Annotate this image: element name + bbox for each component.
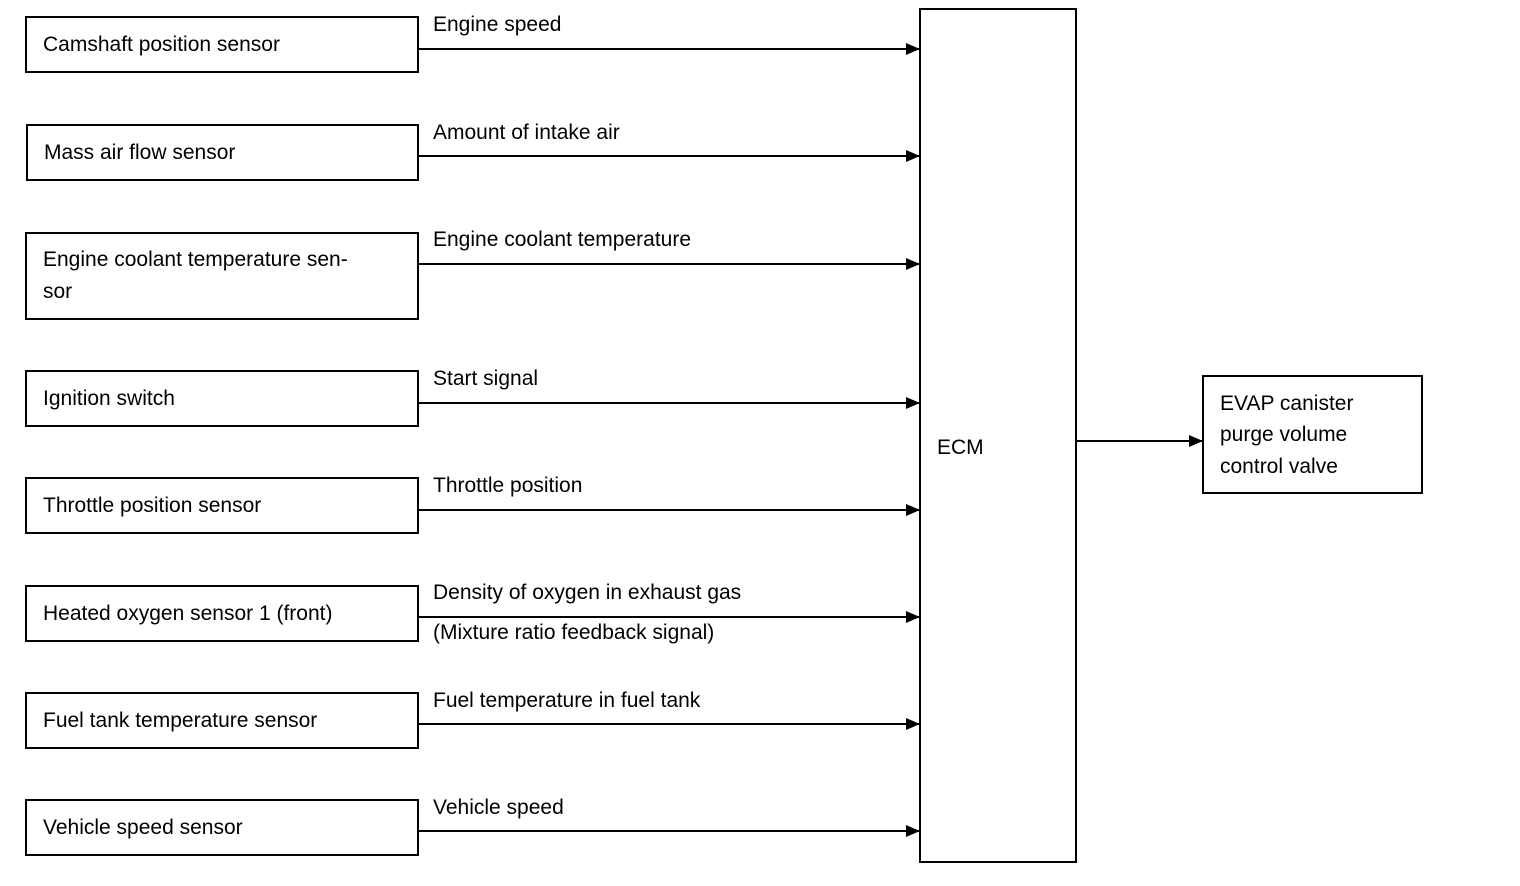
- signal-label-mixture-ratio-feedback: (Mixture ratio feedback signal): [433, 621, 715, 644]
- sensor-label-line: Vehicle speed sensor: [43, 815, 243, 839]
- sensor-label-line: Throttle position sensor: [43, 493, 262, 517]
- sensor-label: Engine coolant temperature sen- sor: [43, 244, 348, 308]
- ignition-switch-box: Ignition switch: [25, 370, 419, 427]
- sensor-label: Heated oxygen sensor 1 (front): [43, 598, 333, 630]
- signal-label-intake-air: Amount of intake air: [433, 121, 620, 144]
- sensor-label-line: Camshaft position sensor: [43, 32, 280, 56]
- sensor-label: Vehicle speed sensor: [43, 812, 243, 844]
- camshaft-position-sensor-box: Camshaft position sensor: [25, 16, 419, 73]
- vehicle-speed-sensor-box: Vehicle speed sensor: [25, 799, 419, 856]
- heated-oxygen-sensor-box: Heated oxygen sensor 1 (front): [25, 585, 419, 642]
- fuel-tank-temperature-sensor-box: Fuel tank temperature sensor: [25, 692, 419, 749]
- sensor-label: Fuel tank temperature sensor: [43, 705, 317, 737]
- sensor-label: Throttle position sensor: [43, 490, 261, 522]
- evap-canister-purge-valve-box: EVAP canister purge volume control valve: [1202, 375, 1423, 494]
- ecm-label: ECM: [937, 436, 984, 459]
- sensor-label-line: sor: [43, 280, 73, 303]
- signal-label-coolant-temperature: Engine coolant temperature: [433, 228, 691, 251]
- output-label-line: purge volume: [1220, 422, 1348, 446]
- output-label-line: EVAP canister: [1220, 391, 1354, 415]
- sensor-label-line: Mass air flow sensor: [44, 140, 236, 164]
- signal-label-start-signal: Start signal: [433, 367, 539, 390]
- signal-label-vehicle-speed: Vehicle speed: [433, 796, 564, 819]
- ecm-box: ECM: [919, 8, 1077, 863]
- signal-label-oxygen-density: Density of oxygen in exhaust gas: [433, 581, 742, 604]
- output-label: EVAP canister purge volume control valve: [1220, 387, 1420, 482]
- throttle-position-sensor-box: Throttle position sensor: [25, 477, 419, 534]
- sensor-label-line: Engine coolant temperature sen-: [43, 248, 348, 271]
- sensor-label-line: Heated oxygen sensor 1 (front): [43, 601, 333, 625]
- sensor-label: Ignition switch: [43, 383, 175, 415]
- sensor-label: Camshaft position sensor: [43, 29, 280, 61]
- engine-coolant-temperature-sensor-box: Engine coolant temperature sen- sor: [25, 232, 419, 320]
- signal-label-fuel-temperature: Fuel temperature in fuel tank: [433, 689, 701, 712]
- sensor-label: Mass air flow sensor: [44, 137, 235, 169]
- sensor-label-line: Fuel tank temperature sensor: [43, 708, 318, 732]
- sensor-label-line: Ignition switch: [43, 386, 175, 410]
- signal-label-engine-speed: Engine speed: [433, 13, 562, 36]
- output-label-line: control valve: [1220, 454, 1338, 478]
- signal-label-throttle-position: Throttle position: [433, 474, 583, 497]
- mass-air-flow-sensor-box: Mass air flow sensor: [26, 124, 419, 181]
